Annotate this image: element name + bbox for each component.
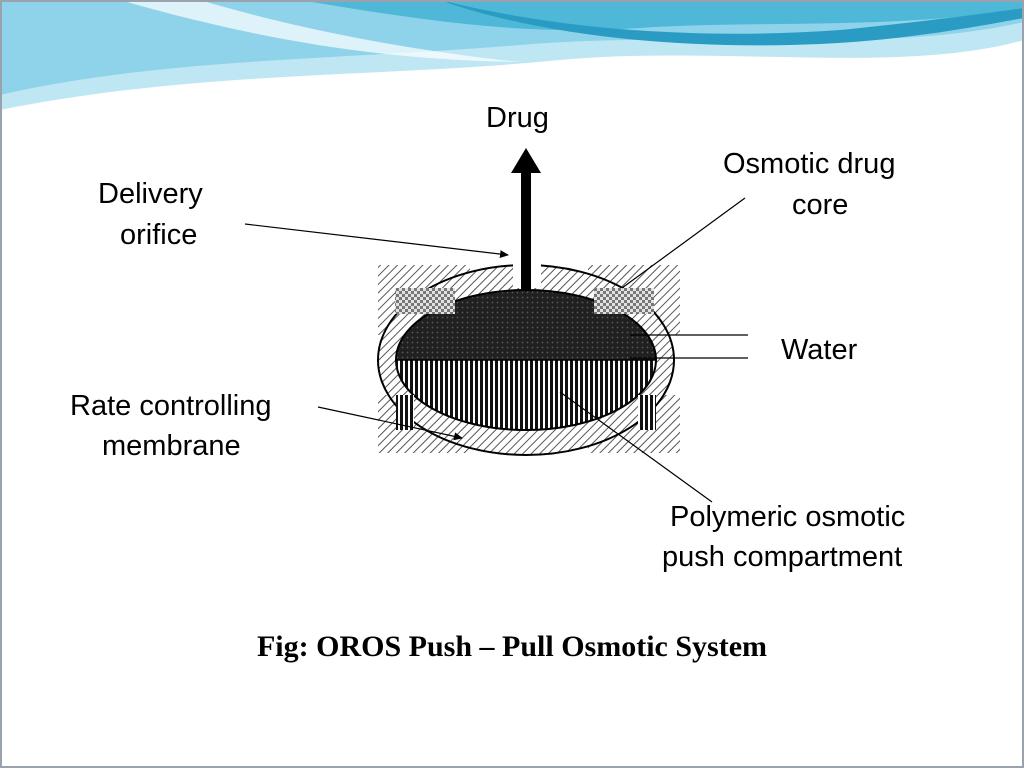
leader-osmotic-core: [621, 197, 746, 289]
figure-caption: Fig: OROS Push – Pull Osmotic System: [256, 630, 767, 663]
wave-highlight: [440, 0, 1024, 46]
label-osmotic-core-line1: Osmotic drug: [723, 148, 896, 180]
wave-band-dark: [300, 0, 1024, 31]
wave-white-streak: [120, 0, 520, 62]
drug-core: [396, 290, 656, 360]
drug-arrow-head: [511, 148, 541, 173]
leader-membrane: [317, 406, 463, 441]
push-compartment: [396, 360, 656, 430]
core-accent-left: [395, 288, 455, 314]
label-push-compartment-line2: push compartment: [662, 541, 903, 573]
leader-push-compartment: [559, 391, 713, 503]
header-wave: [0, 0, 1024, 110]
drug-arrow-shaft: [521, 172, 531, 290]
leader-lines: [244, 197, 748, 503]
core-accent-right: [594, 288, 654, 314]
label-water: Water: [781, 334, 858, 366]
label-delivery-orifice-line1: Delivery: [98, 178, 203, 210]
label-osmotic-core-line2: core: [792, 189, 849, 221]
label-membrane-line2: membrane: [102, 430, 241, 462]
push-accent-right: [638, 395, 656, 430]
label-drug: Drug: [486, 102, 549, 134]
tablet-diagram: [377, 148, 680, 456]
push-accent-left: [396, 395, 414, 430]
label-delivery-orifice-line2: orifice: [120, 219, 198, 251]
label-membrane-line1: Rate controlling: [70, 390, 272, 422]
leader-delivery-orifice: [244, 223, 509, 259]
label-push-compartment-line1: Polymeric osmotic: [670, 501, 906, 533]
